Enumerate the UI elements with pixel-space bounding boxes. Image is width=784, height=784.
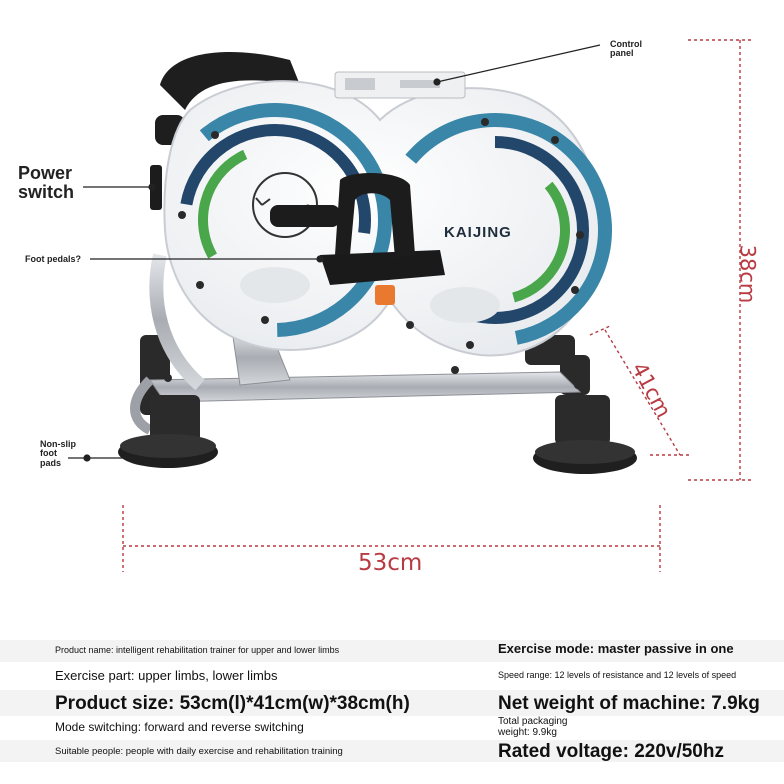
spec-net-weight: Net weight of machine: 7.9kg [498, 693, 760, 714]
dimension-lines [122, 39, 752, 572]
spec-packaging-weight: Total packaging weight: 9.9kg [498, 716, 568, 738]
spec-product-name: Product name: intelligent rehabilitation… [55, 645, 340, 655]
spec-product-size: Product size: 53cm(l)*41cm(w)*38cm(h) [55, 693, 410, 714]
spec-mode-switching: Mode switching: forward and reverse swit… [55, 720, 304, 734]
foot-pedal [270, 173, 445, 305]
height-dimension-label: 38cm [735, 244, 760, 304]
control-panel-label: Control panel [610, 39, 642, 59]
right-disc [378, 113, 612, 347]
spec-exercise-part: Exercise part: upper limbs, lower limbs [55, 668, 278, 683]
spec-exercise-mode: Exercise mode: master passive in one [498, 641, 734, 656]
foot-pads [118, 395, 637, 474]
brand-logo: KAIJING [444, 224, 512, 241]
power-switch-label: Power switch [18, 163, 75, 202]
spec-suitable-people: Suitable people: people with daily exerc… [55, 746, 343, 757]
left-disc [158, 103, 392, 337]
shell-bolts [164, 118, 584, 389]
spec-band [0, 740, 784, 762]
width-dimension-label: 53cm [358, 550, 423, 576]
product-illustration [68, 39, 752, 572]
callout-lines [68, 44, 601, 462]
spec-band [0, 690, 784, 716]
non-slip-pads-label: Non-slip foot pads [40, 439, 76, 468]
spec-rated-voltage: Rated voltage: 220v/50hz [498, 741, 724, 762]
spec-speed-range: Speed range: 12 levels of resistance and… [498, 670, 737, 680]
spec-band [0, 640, 784, 662]
foot-pedals-label: Foot pedals? [25, 254, 81, 264]
power-switch [150, 165, 162, 210]
